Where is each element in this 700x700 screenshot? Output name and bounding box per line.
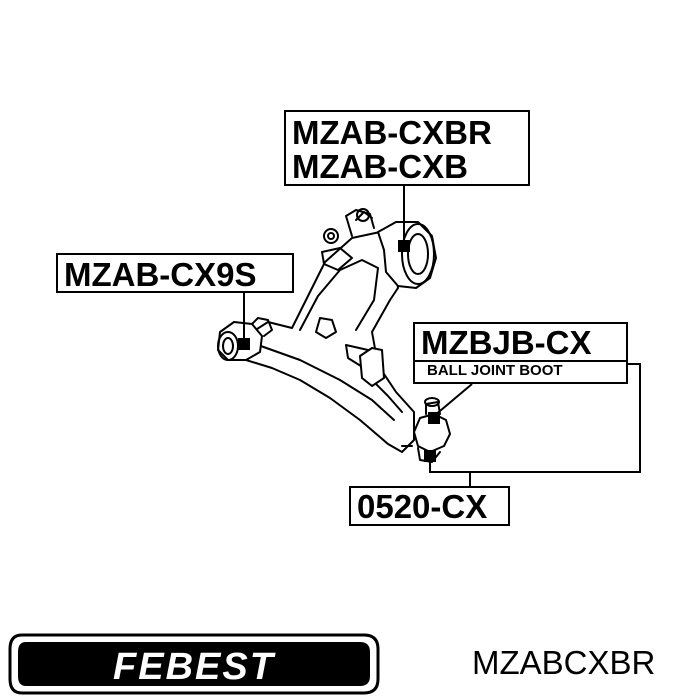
part-label-mzbjb-cx: MZBJB-CX	[421, 324, 592, 361]
part-label-0520-cx: 0520-CX	[357, 488, 488, 525]
control-arm-diagram	[217, 186, 641, 486]
febest-logo: FEBEST	[8, 633, 380, 695]
label-box-bottom: 0520-CX	[349, 486, 510, 526]
ball-joint	[413, 413, 451, 453]
label-box-right: MZBJB-CX BALL JOINT BOOT	[413, 322, 628, 384]
label-divider	[415, 360, 628, 362]
rear-bushing	[377, 221, 437, 289]
part-label-mzab-cxb: MZAB-CXB	[292, 148, 468, 185]
leader-right	[433, 383, 473, 417]
part-description-ball-joint-boot: BALL JOINT BOOT	[427, 362, 563, 379]
label-box-left: MZAB-CX9S	[56, 253, 294, 293]
leader-bottom	[429, 363, 641, 473]
marker-top	[398, 240, 410, 252]
label-box-top: MZAB-CXBR MZAB-CXB	[284, 110, 530, 186]
part-label-mzab-cxbr: MZAB-CXBR	[292, 114, 492, 151]
logo-text: FEBEST	[113, 646, 276, 688]
part-code: MZABCXBR	[472, 644, 656, 681]
marker-right	[428, 412, 440, 424]
part-label-mzab-cx9s: MZAB-CX9S	[64, 256, 257, 293]
marker-left	[238, 338, 250, 350]
marker-bottom	[424, 450, 436, 462]
